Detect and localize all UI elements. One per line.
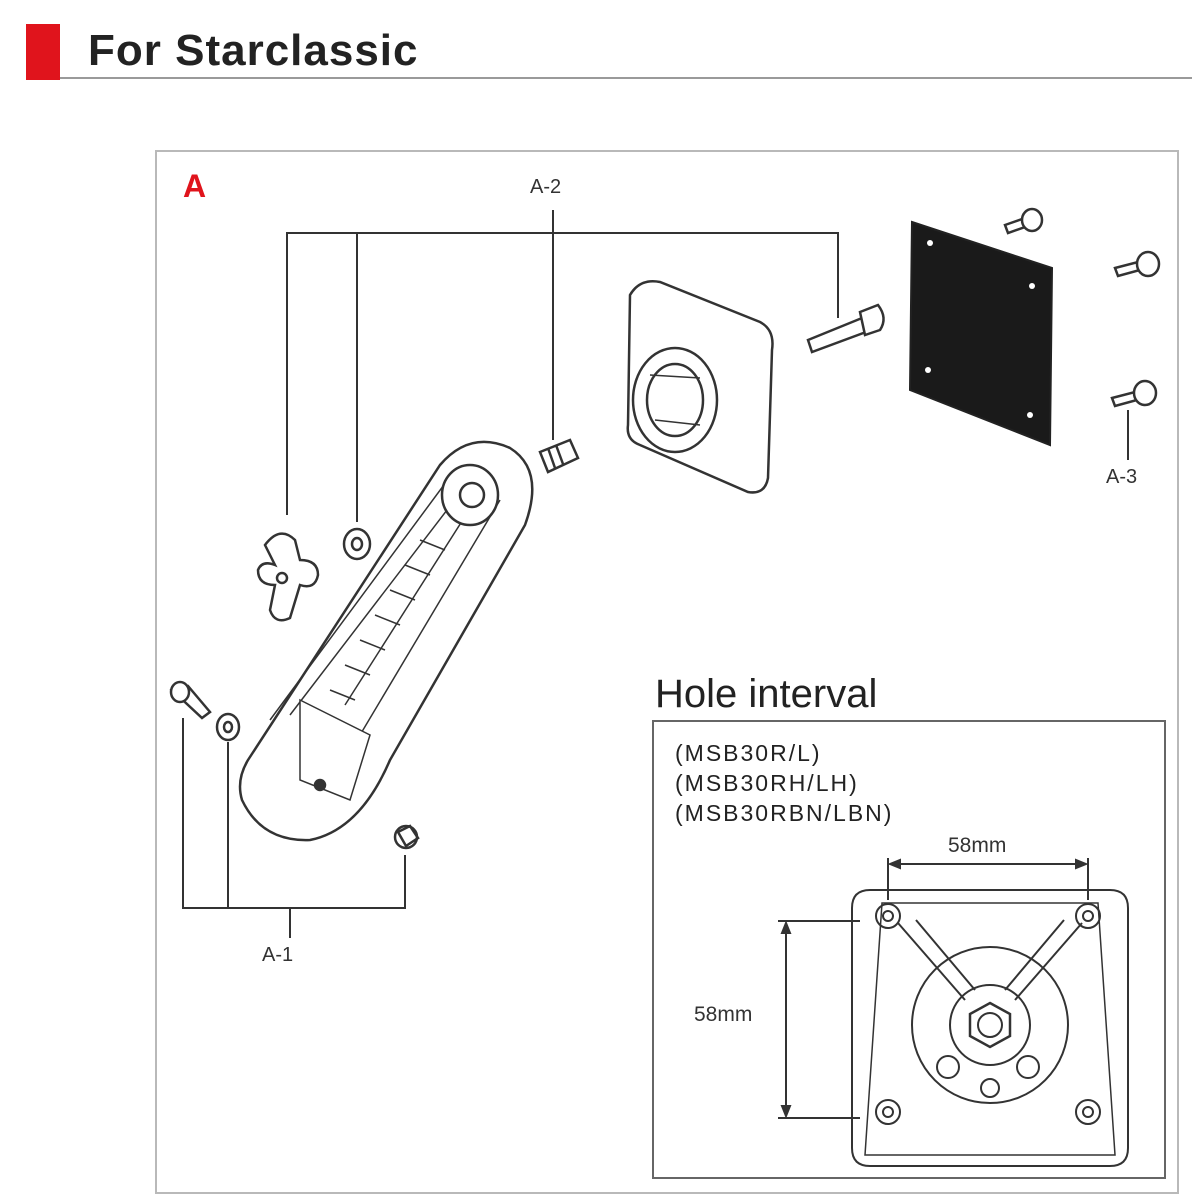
header-divider [60,77,1192,79]
parts-a1 [169,680,420,850]
washer-top [342,527,372,561]
leader-line-a1 [182,718,406,909]
horizontal-dimension-label: 58mm [948,834,1007,857]
callout-a2: A-2 [530,176,562,198]
callout-a3: A-3 [1106,466,1138,488]
page-title: For Starclassic [88,26,419,75]
arm-rungs [329,539,446,701]
hole-interval-title: Hole interval [655,672,878,716]
section-letter: A [183,168,207,204]
hole-interval-drawing [778,858,1129,1167]
hole-interval-box [652,720,1166,1179]
diagram-frame [155,150,1179,1194]
model-label: (MSB30RBN/LBN) [675,800,894,826]
long-bolt [806,303,885,354]
mounting-block [626,280,774,494]
model-label: (MSB30RH/LH) [675,770,859,796]
header-accent-bar [26,24,60,80]
plate-screws-a3 [1003,207,1161,408]
wing-knob [256,532,320,622]
set-screw-a2 [538,438,580,474]
arm-part [238,440,534,842]
vertical-dimension-label: 58mm [694,1003,753,1026]
model-label: (MSB30R/L) [675,740,822,766]
mounting-plate [908,220,1054,447]
leader-line-top [286,232,839,515]
callout-a1: A-1 [262,944,294,966]
